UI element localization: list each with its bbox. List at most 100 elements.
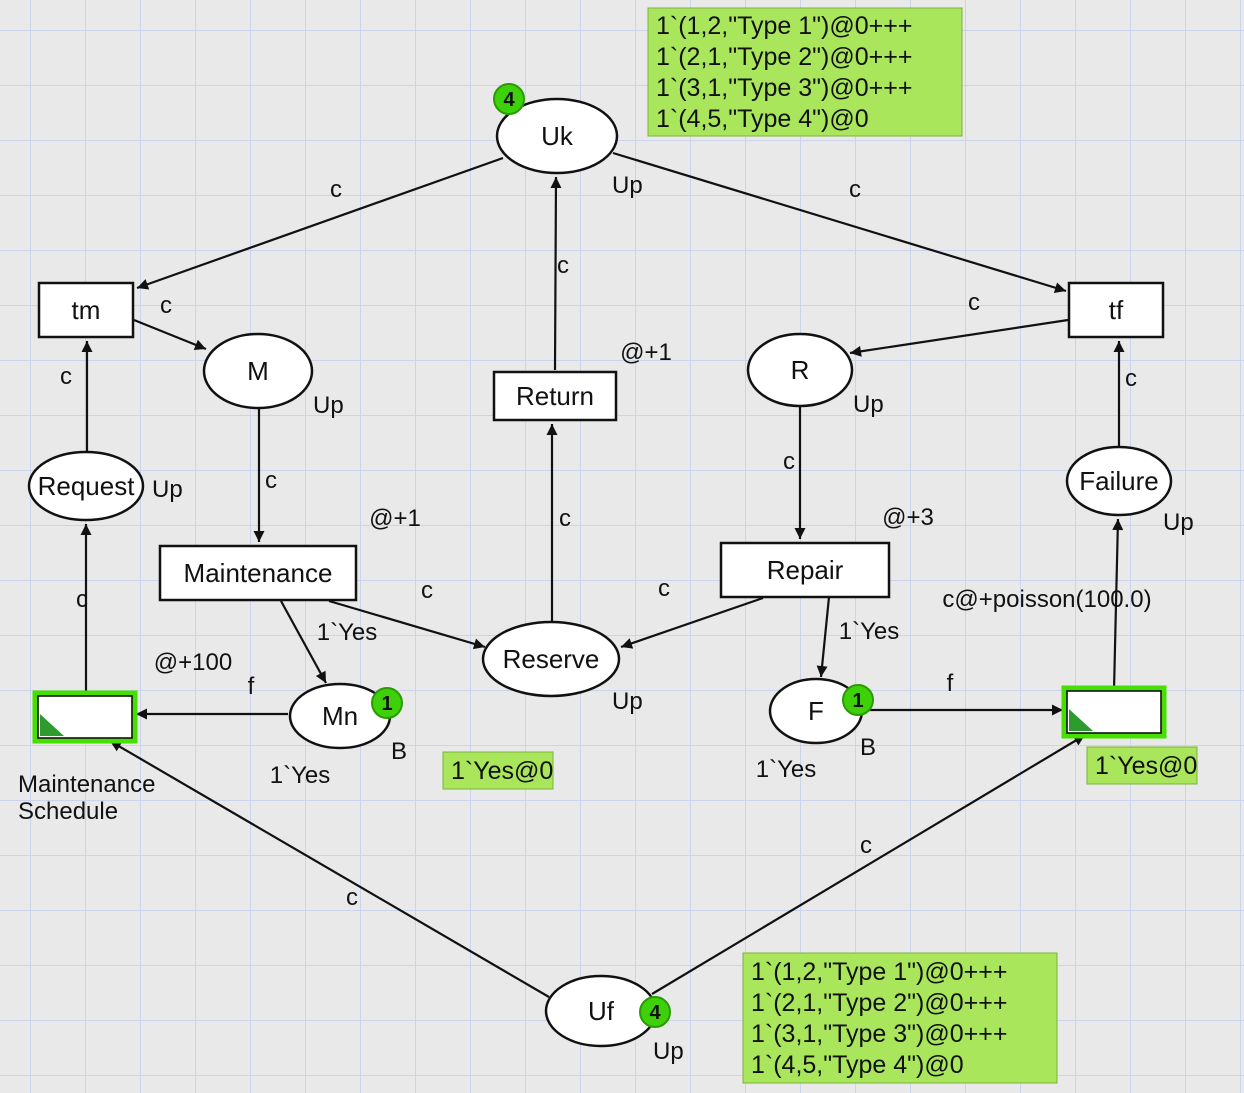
place-F[interactable]: FB1 xyxy=(768,677,876,761)
port-tag[interactable]: Up xyxy=(612,172,643,199)
inscription-label-23[interactable]: c@+poisson(100.0) xyxy=(942,586,1151,613)
inscription-label-10[interactable]: c xyxy=(421,577,433,604)
arc-tm-M[interactable] xyxy=(133,318,207,351)
arc-Maintenance-Mn[interactable] xyxy=(280,600,327,684)
transition-box[interactable] xyxy=(158,544,358,602)
marking-line: 1`(1,2,"Type 1")@0+++ xyxy=(656,12,912,40)
transition-box[interactable] xyxy=(719,541,891,599)
transition-label: tf xyxy=(1109,295,1124,325)
inscription-label-25[interactable]: 1`Yes xyxy=(756,756,817,783)
transition-tf[interactable]: tf xyxy=(1067,281,1165,339)
inscription-label-14[interactable]: f xyxy=(248,673,255,700)
inscription-label-5[interactable]: c xyxy=(60,363,72,390)
inscription-label-19[interactable]: @+1 xyxy=(620,339,672,366)
place-Request[interactable]: Request Up xyxy=(27,450,183,522)
inscription-label-8[interactable]: c xyxy=(783,448,795,475)
arc-Maintenance-Reserve[interactable] xyxy=(328,599,486,650)
port-tag[interactable]: Up xyxy=(853,391,884,418)
inscription-label-9[interactable]: c xyxy=(559,505,571,532)
inscription-label-16[interactable]: c xyxy=(76,586,88,613)
place-ellipse[interactable] xyxy=(746,332,854,408)
inscription-label-26[interactable]: Maintenance xyxy=(18,771,155,798)
token-badge xyxy=(639,996,671,1028)
port-tag[interactable]: Up xyxy=(1163,509,1194,536)
inscription-label-15[interactable]: f xyxy=(947,670,954,697)
port-tag[interactable]: Up xyxy=(152,476,183,503)
place-label: Reserve xyxy=(503,644,600,674)
port-tag[interactable]: Up xyxy=(612,688,643,715)
port-tag[interactable]: B xyxy=(860,734,876,761)
inscription-label-11[interactable]: c xyxy=(658,575,670,602)
transition-Return[interactable]: Return xyxy=(492,370,618,422)
transition-box[interactable] xyxy=(492,370,618,422)
token-count: 4 xyxy=(503,89,515,111)
arc-Uf-MaintSched[interactable] xyxy=(109,740,550,998)
port-tag[interactable]: Up xyxy=(653,1038,684,1065)
marking-line: 1`(2,1,"Type 2")@0+++ xyxy=(656,43,912,71)
inscription-label-1[interactable]: c xyxy=(849,176,861,203)
transition-Maintenance[interactable]: Maintenance xyxy=(158,544,358,602)
transition-MaintenanceSchedule[interactable] xyxy=(32,690,138,744)
inscription-label-24[interactable]: 1`Yes xyxy=(270,762,331,789)
arc-Repair-F[interactable] xyxy=(816,596,831,678)
place-ellipse[interactable] xyxy=(481,620,621,698)
marking-line: 1`(4,5,"Type 4")@0 xyxy=(751,1051,964,1079)
inscription-label-7[interactable]: c xyxy=(265,467,277,494)
marking-box-bg[interactable] xyxy=(742,952,1058,1084)
arc-Return-Uk[interactable] xyxy=(550,176,562,371)
transition-FailureGen[interactable] xyxy=(1061,685,1167,739)
transition-Repair[interactable]: Repair xyxy=(719,541,891,599)
marking-line: 1`Yes@0 xyxy=(451,757,553,785)
inscription-label-21[interactable]: @+3 xyxy=(882,504,934,531)
arc-Uk-tf[interactable] xyxy=(612,151,1067,294)
arc-FailureGen-Failure[interactable] xyxy=(1112,518,1124,691)
transition-box[interactable] xyxy=(37,281,135,339)
inscription-label-20[interactable]: @+1 xyxy=(369,505,421,532)
place-ellipse[interactable] xyxy=(495,97,619,175)
marking-box-Uk-marking[interactable]: 1`(1,2,"Type 1")@0+++ 1`(2,1,"Type 2")@0+… xyxy=(647,7,963,137)
token-badge xyxy=(371,687,403,719)
inscription-label-27[interactable]: Schedule xyxy=(18,798,118,825)
token-count: 1 xyxy=(852,690,863,712)
arc-Uk-tm[interactable] xyxy=(136,156,504,290)
arc-tf-R[interactable] xyxy=(849,318,1069,357)
marking-box-bg[interactable] xyxy=(442,751,554,790)
marking-box-F-marking[interactable]: 1`Yes@0 xyxy=(1086,746,1198,785)
transition-tm[interactable]: tm xyxy=(37,281,135,339)
inscription-label-0[interactable]: c xyxy=(330,176,342,203)
inscription-label-17[interactable]: c xyxy=(346,884,358,911)
marking-box-bg[interactable] xyxy=(647,7,963,137)
inscription-label-18[interactable]: c xyxy=(860,832,872,859)
transition-label: tm xyxy=(72,295,101,325)
place-R[interactable]: RUp xyxy=(746,332,884,418)
place-ellipse[interactable] xyxy=(27,450,145,522)
port-tag[interactable]: Up xyxy=(313,392,344,419)
inscription-label-3[interactable]: c xyxy=(160,292,172,319)
marking-box-bg[interactable] xyxy=(1086,746,1198,785)
marking-box-Uf-marking[interactable]: 1`(1,2,"Type 1")@0+++1`(2,1,"Type 2")@0+… xyxy=(742,952,1058,1084)
port-tag[interactable]: B xyxy=(391,738,407,765)
marking-line: 1`Yes@0 xyxy=(1095,752,1197,780)
inscription-label-22[interactable]: @+100 xyxy=(154,649,232,676)
place-M[interactable]: MUp xyxy=(202,332,344,419)
enabled-highlight xyxy=(1061,685,1167,739)
time-corner-indicator xyxy=(1069,709,1093,731)
inscription-label-2[interactable]: c xyxy=(557,252,569,279)
inscription-label-6[interactable]: c xyxy=(1125,365,1137,392)
place-ellipse[interactable] xyxy=(1065,445,1173,517)
arc-Repair-Reserve[interactable] xyxy=(620,596,764,649)
inscription-label-12[interactable]: 1`Yes xyxy=(317,619,378,646)
place-label: Request xyxy=(38,471,136,501)
inscription-label-4[interactable]: c xyxy=(968,289,980,316)
inscription-label-13[interactable]: 1`Yes xyxy=(839,618,900,645)
place-ellipse[interactable] xyxy=(202,332,314,410)
arc-Uf-FailureGen[interactable] xyxy=(651,734,1086,995)
marking-box-Mn-marking[interactable]: 1`Yes@0 xyxy=(442,751,554,790)
transition-box[interactable] xyxy=(1067,281,1165,339)
